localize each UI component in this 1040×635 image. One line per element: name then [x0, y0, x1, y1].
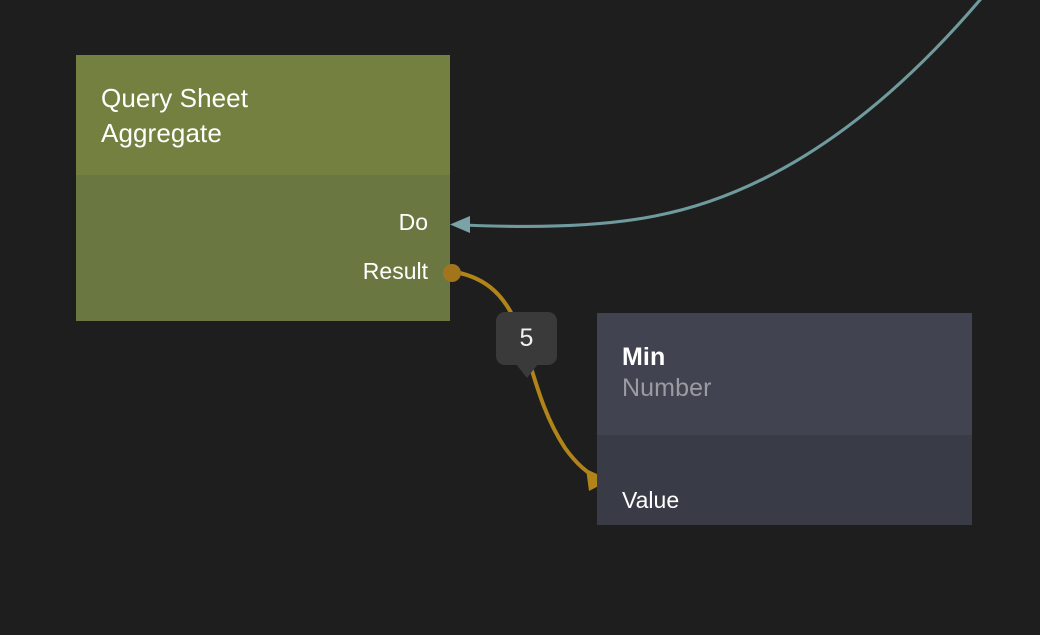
port-label-do[interactable]: Do: [398, 209, 428, 235]
edge-result-to-value[interactable]: [453, 270, 610, 491]
node-title-min: Min: [622, 343, 666, 371]
node-header-min[interactable]: Min Number: [597, 313, 972, 435]
port-label-value[interactable]: Value: [622, 487, 680, 513]
node-query-sheet-aggregate[interactable]: Query Sheet Aggregate Do Result: [76, 55, 450, 321]
edge-exec-into-do[interactable]: [450, 0, 985, 233]
node-body-query-sheet-aggregate: Do Result: [76, 175, 450, 321]
node-body-min: Value: [597, 435, 972, 525]
wire-value-badge-text: 5: [519, 324, 534, 352]
port-label-result[interactable]: Result: [362, 258, 428, 284]
wire-value-badge[interactable]: 5: [496, 312, 557, 378]
node-subtitle-min: Number: [622, 374, 712, 402]
port-dot-result[interactable]: [443, 264, 461, 282]
node-title-query-sheet-aggregate: Query Sheet Aggregate: [101, 83, 249, 148]
node-min[interactable]: Min Number Value: [597, 313, 972, 525]
node-header-query-sheet-aggregate[interactable]: Query Sheet Aggregate: [76, 55, 450, 175]
